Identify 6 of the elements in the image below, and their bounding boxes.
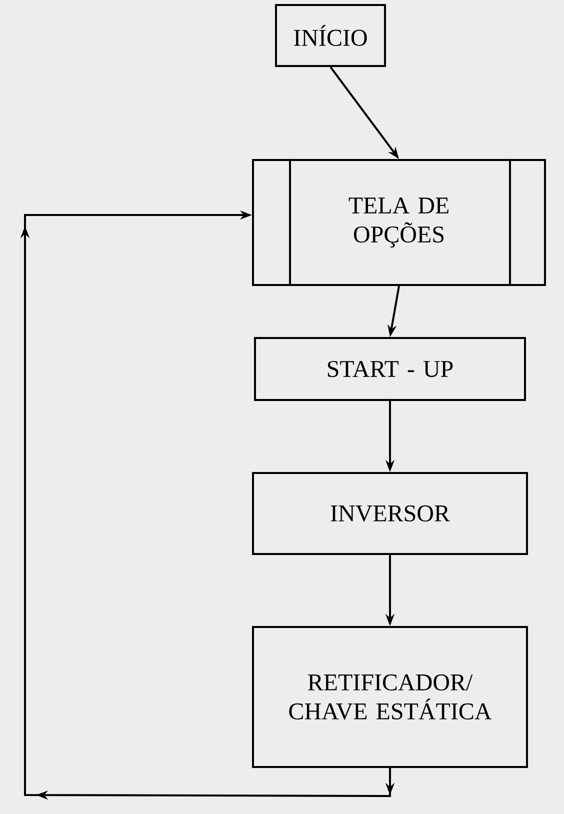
- process-box: START - UP: [254, 337, 526, 401]
- process-box: RETIFICADOR/ CHAVE ESTÁTICA: [252, 626, 528, 768]
- predefined-process-box: TELA DE OPÇÕES: [252, 159, 546, 286]
- process-box: INVERSOR: [252, 472, 528, 555]
- feedback-arrow: [20, 210, 395, 800]
- process-box: INÍCIO: [275, 4, 386, 67]
